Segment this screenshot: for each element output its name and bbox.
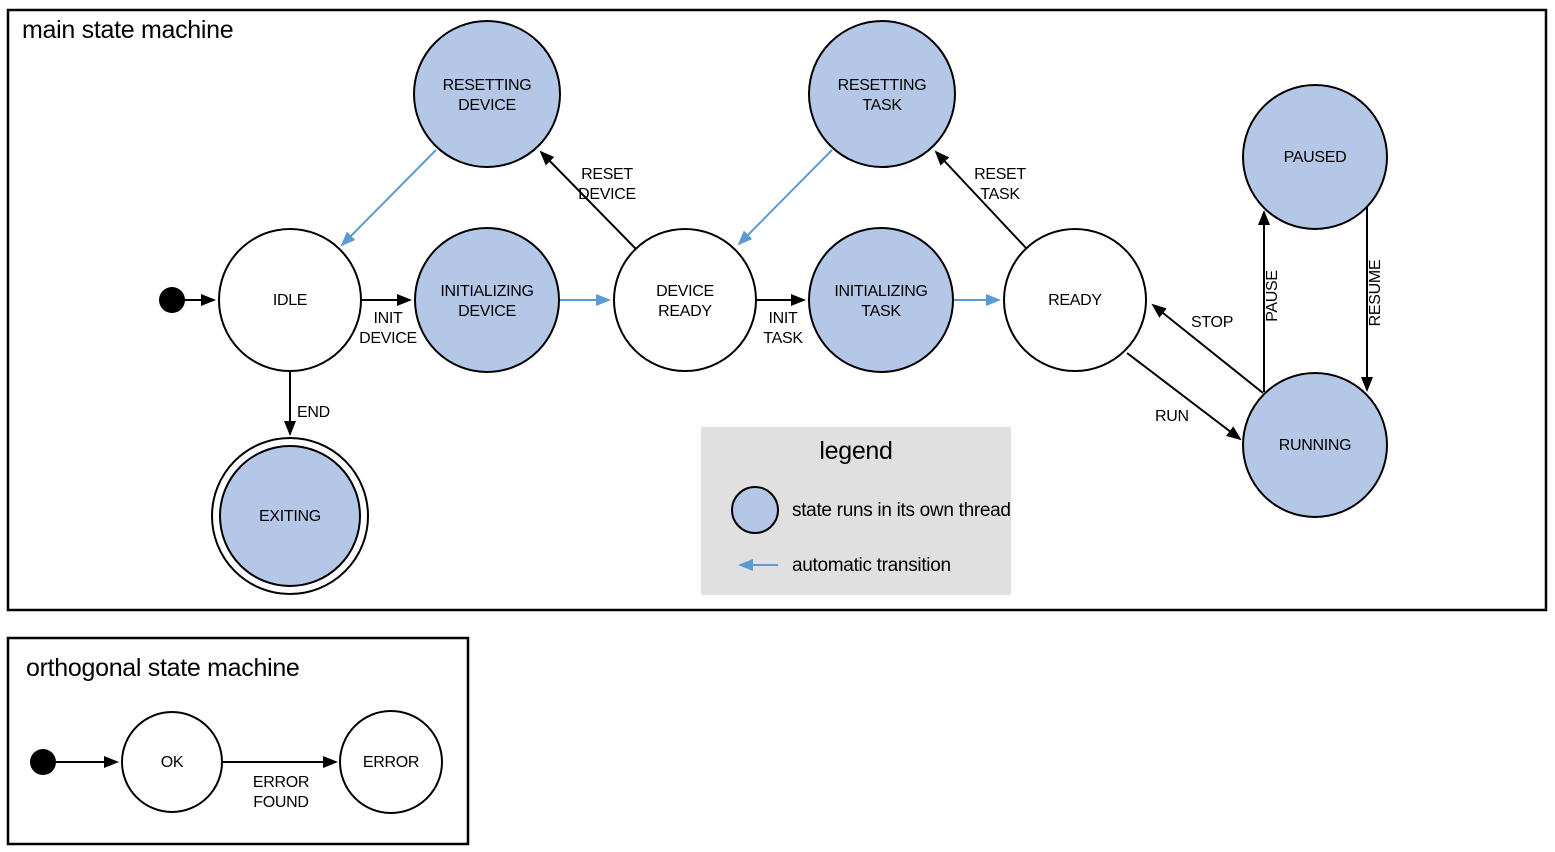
state-device-ready-line1: DEVICE <box>656 283 714 300</box>
label-init-device-line2: DEVICE <box>359 330 417 347</box>
legend-auto-transition-label: automatic transition <box>792 555 951 576</box>
label-stop: STOP <box>1191 314 1233 331</box>
edge-device-ready-to-resetting-device <box>539 150 637 250</box>
state-initializing-device-line2: DEVICE <box>458 303 516 320</box>
state-exiting-label: EXITING <box>259 508 321 525</box>
main-machine-frame <box>6 8 1548 612</box>
legend-threaded-state-label: state runs in its own thread <box>792 500 1011 521</box>
edge-resetting-task-to-device-ready-auto <box>737 149 833 246</box>
state-initializing-task-line1: INITIALIZING <box>834 283 927 300</box>
label-reset-task-line1: RESET <box>974 166 1026 183</box>
edge-resetting-device-to-idle-auto <box>340 149 437 247</box>
state-idle <box>218 228 362 372</box>
state-initializing-device <box>414 227 560 373</box>
edge-running-to-ready <box>1151 303 1264 394</box>
initial-state-dot-main <box>159 287 185 313</box>
state-running-label: RUNNING <box>1279 437 1352 454</box>
state-resetting-task <box>808 20 956 168</box>
label-end: END <box>297 404 330 421</box>
state-initializing-task <box>808 227 954 373</box>
label-pause: PAUSE <box>1264 270 1281 322</box>
state-device-ready-line2: READY <box>658 303 712 320</box>
label-reset-device-line2: DEVICE <box>578 186 636 203</box>
state-error-label: ERROR <box>363 754 419 771</box>
edge-ready-to-resetting-task <box>934 150 1027 249</box>
state-error <box>339 710 443 814</box>
state-resetting-task-line1: RESETTING <box>838 77 927 94</box>
main-machine-title: main state machine <box>22 16 233 44</box>
label-init-device-line1: INIT <box>373 310 403 327</box>
initial-state-dot-orthogonal <box>30 749 56 775</box>
orthogonal-machine-frame <box>6 636 470 846</box>
state-ready-label: READY <box>1048 292 1102 309</box>
label-reset-task-line2: TASK <box>980 186 1020 203</box>
state-resetting-device <box>413 20 561 168</box>
state-ok-label: OK <box>161 754 184 771</box>
state-running <box>1242 372 1388 518</box>
legend-threaded-state-icon <box>731 486 779 534</box>
label-resume: RESUME <box>1367 260 1384 327</box>
state-paused <box>1242 84 1388 230</box>
state-initializing-device-line1: INITIALIZING <box>440 283 533 300</box>
state-paused-label: PAUSED <box>1284 149 1347 166</box>
state-resetting-device-line1: RESETTING <box>443 77 532 94</box>
state-ready <box>1003 228 1147 372</box>
label-error-found-line2: FOUND <box>253 794 308 811</box>
label-init-task-line1: INIT <box>768 310 798 327</box>
state-device-ready <box>613 228 757 372</box>
label-init-task-line2: TASK <box>763 330 803 347</box>
state-resetting-task-line2: TASK <box>862 97 902 114</box>
state-exiting <box>219 445 361 587</box>
state-initializing-task-line2: TASK <box>861 303 901 320</box>
orthogonal-machine-title: orthogonal state machine <box>26 654 300 682</box>
label-reset-device-line1: RESET <box>581 166 633 183</box>
edge-ready-to-running <box>1126 352 1242 441</box>
state-resetting-device-line2: DEVICE <box>458 97 516 114</box>
label-run: RUN <box>1155 408 1189 425</box>
state-idle-label: IDLE <box>273 292 307 309</box>
label-error-found-line1: ERROR <box>253 774 309 791</box>
legend-title: legend <box>819 437 892 465</box>
